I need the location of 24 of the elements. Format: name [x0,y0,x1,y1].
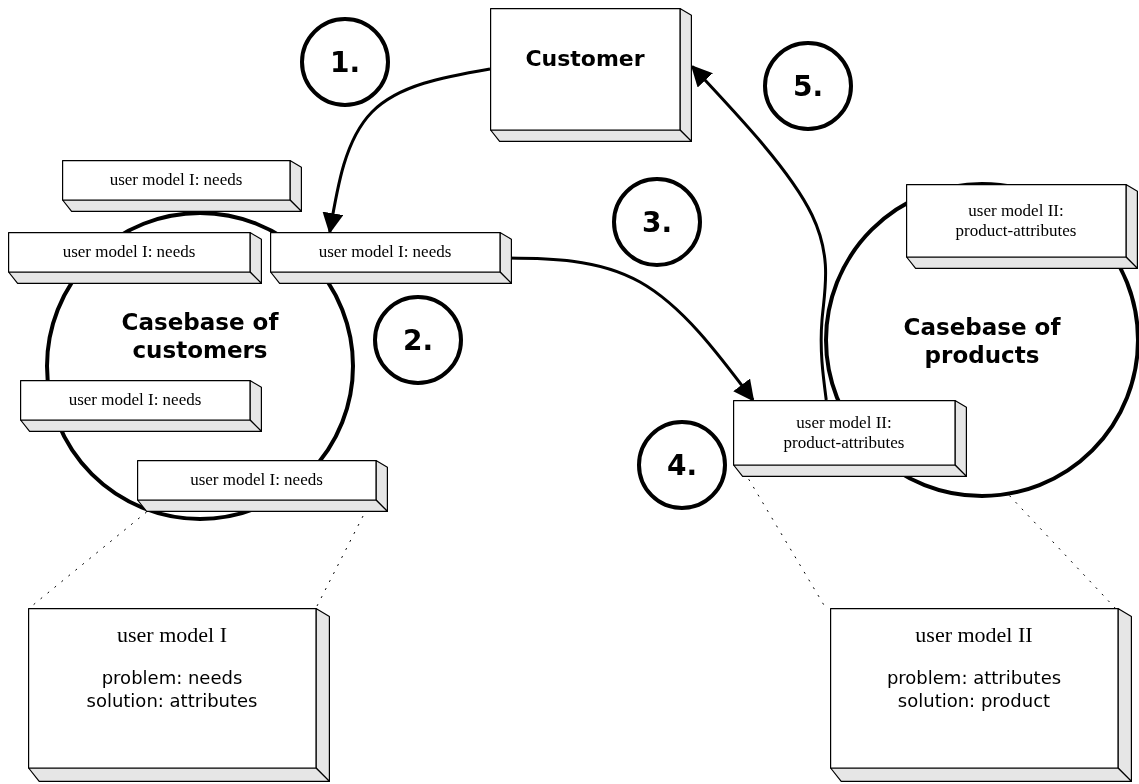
casebase-label: Casebase of products [902,314,1062,370]
box-label: user model II: product-attributes [954,200,1078,241]
box-label: user model I: needs [109,170,243,190]
arrow [322,67,491,235]
box-label: Customer [525,46,645,71]
step-number: 2. [402,323,434,357]
step-number: 5. [792,69,824,103]
box-label: user model I: needs [62,242,196,262]
casebase-label: Casebase of customers [120,309,280,365]
box-title: user model I [117,622,227,648]
step-number: 3. [641,205,673,239]
box-text: problem: attributes [886,666,1062,690]
dotted-line [1008,495,1116,609]
box-label: user model I: needs [190,470,323,490]
arrow [690,65,828,401]
box-text: problem: needs [101,666,243,690]
box-label: user model I: needs [68,390,202,410]
step-number: 1. [329,45,361,79]
box-label: user model I: needs [318,242,452,262]
box-label: user model II: product-attributes [782,412,906,453]
box-title: user model II [915,622,1033,648]
box-text: solution: attributes [86,689,258,713]
box-text: solution: product [897,689,1051,713]
step-number: 4. [666,448,698,482]
